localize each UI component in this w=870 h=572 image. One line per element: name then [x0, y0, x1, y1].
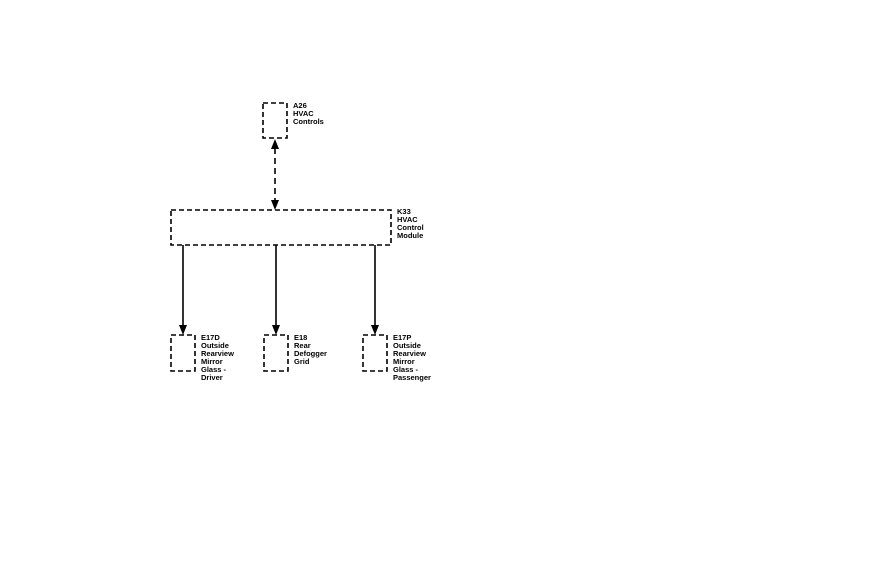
component-box-e17p: [362, 334, 388, 372]
link-a26-k33: [271, 139, 279, 210]
component-label-e18: E18 Rear Defogger Grid: [294, 333, 329, 366]
label-line: A26: [293, 101, 307, 110]
label-line: Outside: [201, 341, 229, 350]
component-box-e18: [263, 334, 289, 372]
label-line: Driver: [201, 373, 223, 382]
label-line: E17D: [201, 333, 220, 342]
component-e17d-mirror-glass-driver: E17D Outside Rearview Mirror Glass - Dri…: [170, 333, 236, 382]
component-box-a26: [262, 102, 288, 139]
arrow-down-icon: [271, 200, 279, 210]
label-line: Rearview: [201, 349, 234, 358]
arrow-down-icon: [179, 325, 187, 335]
label-line: Passenger: [393, 373, 431, 382]
label-line: Module: [397, 231, 423, 240]
arrow-up-icon: [271, 139, 279, 149]
label-line: HVAC: [397, 215, 418, 224]
label-line: Rear: [294, 341, 311, 350]
label-line: Glass -: [201, 365, 227, 374]
label-line: E18: [294, 333, 307, 342]
label-line: Mirror: [201, 357, 223, 366]
component-label-k33: K33 HVAC Control Module: [397, 207, 426, 240]
label-line: HVAC: [293, 109, 314, 118]
component-label-e17d: E17D Outside Rearview Mirror Glass - Dri…: [201, 333, 236, 382]
label-line: Grid: [294, 357, 310, 366]
component-e17p-mirror-glass-passenger: E17P Outside Rearview Mirror Glass - Pas…: [362, 333, 431, 382]
label-line: Glass -: [393, 365, 419, 374]
label-line: Outside: [393, 341, 421, 350]
label-line: K33: [397, 207, 411, 216]
label-line: E17P: [393, 333, 411, 342]
label-line: Rearview: [393, 349, 426, 358]
output-wires: [179, 245, 379, 335]
component-label-e17p: E17P Outside Rearview Mirror Glass - Pas…: [393, 333, 431, 382]
label-line: Controls: [293, 117, 324, 126]
component-box-k33: [170, 209, 392, 246]
component-e18-rear-defogger-grid: E18 Rear Defogger Grid: [263, 333, 329, 372]
label-line: Control: [397, 223, 424, 232]
arrow-down-icon: [371, 325, 379, 335]
component-box-e17d: [170, 334, 196, 372]
label-line: Mirror: [393, 357, 415, 366]
component-a26-hvac-controls: A26 HVAC Controls: [262, 101, 324, 139]
arrow-down-icon: [272, 325, 280, 335]
component-label-a26: A26 HVAC Controls: [293, 101, 324, 126]
label-line: Defogger: [294, 349, 327, 358]
component-k33-hvac-control-module: K33 HVAC Control Module: [170, 207, 426, 246]
